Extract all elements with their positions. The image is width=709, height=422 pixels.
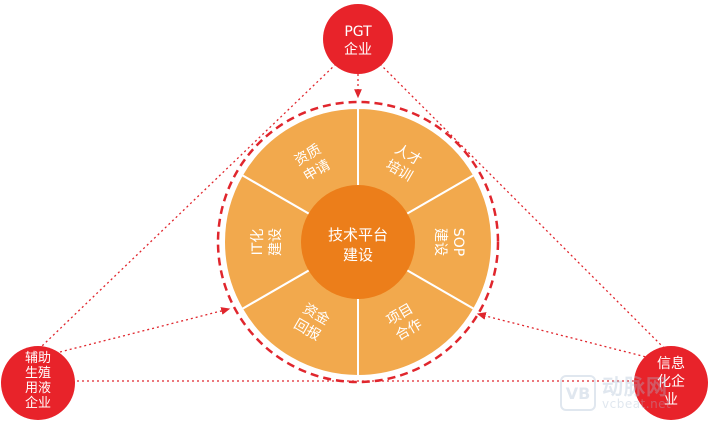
node-aux-line2: 生殖 bbox=[25, 365, 51, 381]
ring-segments: 人才培训SOP建设项目合作资金回报IT化建设资质申请 bbox=[223, 106, 493, 378]
segment-sop-line2: 建设 bbox=[432, 228, 448, 256]
center-label-line2: 建设 bbox=[343, 246, 373, 264]
center-label-line1: 技术平台 bbox=[328, 226, 388, 244]
node-info-circle bbox=[634, 346, 708, 420]
node-aux-line3: 用液 bbox=[25, 381, 51, 396]
arrow-aux bbox=[59, 307, 231, 353]
center-hub: 技术平台 建设 bbox=[301, 185, 415, 299]
segment-sop-line1: SOP bbox=[450, 228, 466, 256]
arrow-info bbox=[476, 312, 651, 359]
node-pgt-circle bbox=[323, 4, 393, 74]
triangle-lines bbox=[41, 63, 669, 382]
node-info-line2: 化企 bbox=[657, 373, 685, 390]
segment-sop bbox=[356, 173, 493, 311]
segment-label-it: IT化建设 bbox=[250, 228, 284, 256]
node-pgt-line1: PGT bbox=[344, 24, 372, 40]
node-aux-line1: 辅助 bbox=[25, 351, 51, 366]
node-info: 信息 化企 业 bbox=[634, 346, 708, 420]
node-aux-circle bbox=[1, 346, 75, 420]
node-aux-line4: 企业 bbox=[25, 395, 51, 411]
watermark-logo-icon: VB bbox=[560, 375, 596, 411]
watermark-url: vcbeat.net bbox=[602, 396, 672, 411]
segment-it bbox=[223, 173, 360, 311]
watermark-text: 动脉网 vcbeat.net bbox=[602, 376, 671, 411]
segment-it-line2: 建设 bbox=[268, 228, 284, 256]
watermark: VB 动脉网 vcbeat.net bbox=[560, 368, 709, 418]
outer-dashed-ring bbox=[216, 100, 500, 384]
node-aux: 辅助 生殖 用液 企业 bbox=[1, 346, 75, 420]
center-circle bbox=[301, 185, 415, 299]
segment-it-line1: IT化 bbox=[250, 229, 266, 256]
node-info-line1: 信息 bbox=[657, 355, 685, 372]
node-pgt: PGT 企业 bbox=[323, 4, 393, 74]
node-info-line3: 业 bbox=[664, 392, 678, 408]
watermark-brand: 动脉网 bbox=[602, 374, 668, 399]
node-pgt-line2: 企业 bbox=[344, 41, 372, 58]
